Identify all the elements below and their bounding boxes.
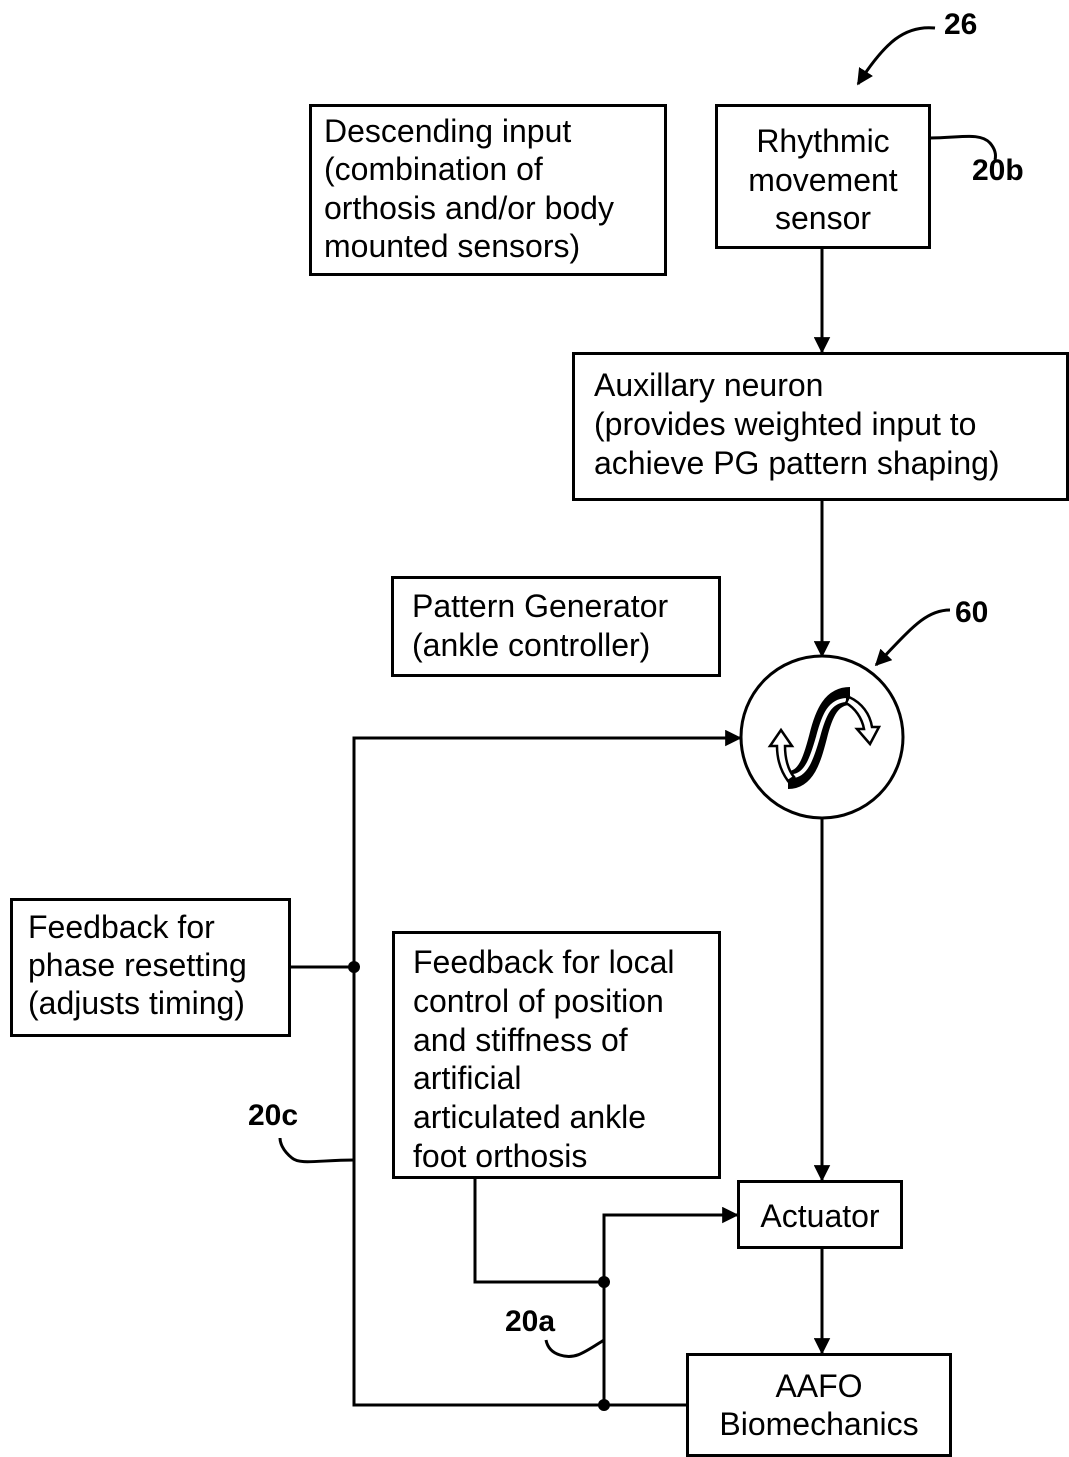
leader-20a <box>544 1338 605 1358</box>
descending-input-line-4: mounted sensors) <box>324 228 581 264</box>
rotation-arrow-up-icon <box>767 727 796 783</box>
ref-numeral-60: 60 <box>955 596 989 629</box>
local-feedback-tap <box>473 1178 604 1284</box>
junction-dot <box>348 961 360 973</box>
phase-feedback-line-1: Feedback for <box>28 909 215 945</box>
phase-feedback-line-3: (adjusts timing) <box>28 985 245 1021</box>
local-feedback-line-1: Feedback for local <box>413 944 675 980</box>
leader-20c <box>278 1137 355 1164</box>
biomechanics-line-2: Biomechanics <box>719 1406 919 1442</box>
auxiliary-neuron-line-3: achieve PG pattern shaping) <box>594 445 1000 481</box>
oscillator-symbol <box>739 654 905 820</box>
descending-input-line-1: Descending input <box>324 113 572 149</box>
actuator-label: Actuator <box>760 1198 880 1234</box>
biomechanics-box <box>686 1353 952 1457</box>
local-feedback-line-4: artificial <box>413 1060 522 1096</box>
auxiliary-neuron-box <box>572 352 1069 501</box>
local-feedback-line-2: control of position <box>413 983 664 1019</box>
local-feedback-box <box>392 931 721 1179</box>
local-feedback-line-5: articulated ankle <box>413 1099 647 1135</box>
ref-numeral-20a: 20a <box>505 1305 556 1338</box>
ref-numeral-20c: 20c <box>248 1099 299 1132</box>
pattern-generator-line-1: Pattern Generator <box>412 588 669 624</box>
descending-input-line-2: (combination of <box>324 151 543 187</box>
leader-26 <box>856 26 936 86</box>
descending-input-box <box>309 104 667 276</box>
ref-numeral-26: 26 <box>944 8 978 41</box>
rhythmic-sensor-box <box>715 104 931 249</box>
pattern-generator-line-2: (ankle controller) <box>412 627 651 663</box>
biomechanics-line-1: AAFO <box>775 1368 863 1404</box>
auxiliary-neuron-line-1: Auxillary neuron <box>594 367 824 403</box>
sine-wave-highlight <box>791 698 847 778</box>
rhythmic-sensor-line-1: Rhythmic <box>756 123 890 159</box>
pattern-generator-box <box>391 576 721 677</box>
rhythmic-sensor-line-2: movement <box>748 162 898 198</box>
leader-60 <box>874 608 951 667</box>
auxiliary-neuron-line-2: (provides weighted input to <box>594 406 977 442</box>
phase-feedback-loop <box>352 729 742 1407</box>
ref-numeral-20b: 20b <box>972 154 1024 187</box>
rhythmic-sensor-line-3: sensor <box>774 200 872 236</box>
local-feedback-line-6: foot orthosis <box>413 1138 588 1174</box>
leader-20b <box>929 134 997 161</box>
actuator-box <box>737 1180 903 1249</box>
junction-dot <box>598 1399 610 1411</box>
phase-feedback-box <box>10 898 291 1037</box>
phase-feedback-line-2: phase resetting <box>28 947 247 983</box>
local-feedback-line-3: and stiffness of <box>413 1022 628 1058</box>
rotation-arrow-down-icon <box>844 695 882 747</box>
junction-dot <box>598 1276 610 1288</box>
descending-input-line-3: orthosis and/or body <box>324 190 614 226</box>
